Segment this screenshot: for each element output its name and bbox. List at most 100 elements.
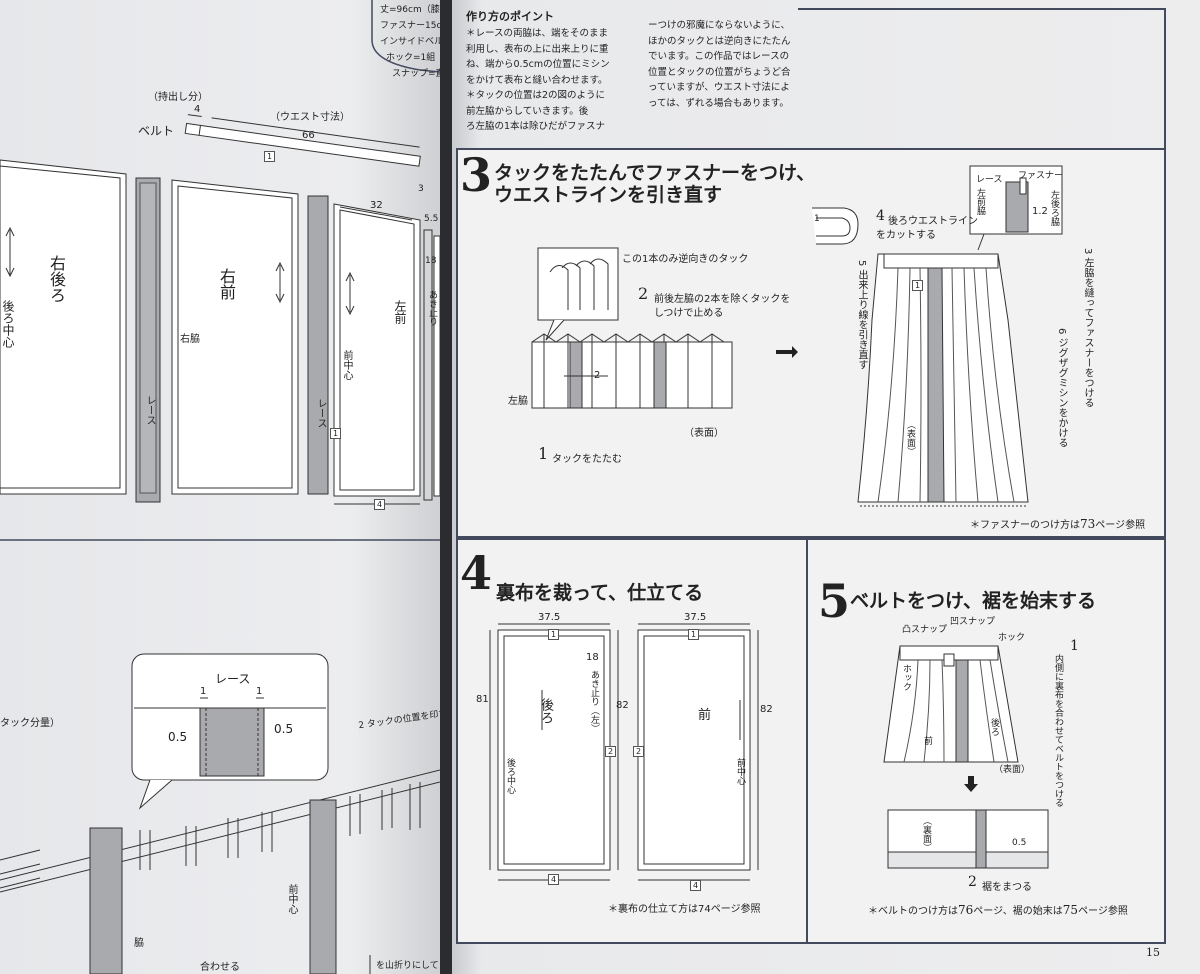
points-line: ＊タックの位置は2の図のように [466, 90, 606, 101]
note-line: スナップ=直径1cm [392, 69, 473, 79]
seam-number-box: 2 [605, 746, 616, 757]
step5-sub2-label: 裾をまつる [982, 882, 1032, 893]
step3-note-prefix: ＊ファスナーのつけ方は [970, 520, 1080, 531]
dim-32: 32 [370, 200, 383, 211]
back-label: 後ろ [538, 698, 553, 724]
step5-note-suffix: ページ参照 [1078, 906, 1128, 917]
seam-number-box: 4 [690, 880, 701, 891]
note-line: ホック=1組 [386, 53, 436, 63]
step3-sub4-line2: をカットする [876, 230, 936, 241]
tuck-amount-label: タック分量） [0, 718, 60, 729]
points-line: ＊レースの両脇は、端をそのまま [466, 28, 609, 39]
step5-note: ＊ベルトのつけ方は76ページ、裾の始末は75ページ参照 [868, 902, 1128, 917]
points-line: ね、端から0.5cmの位置にミシン [466, 59, 610, 70]
dim-37-5a: 37.5 [538, 612, 561, 623]
strip-num: 18 [425, 256, 437, 266]
step3-sub4-line1: 後ろウエストライン [888, 216, 978, 227]
left-front-label: 左前 [393, 300, 407, 324]
step3-title-1: タックをたたんでファスナーをつけ、 [494, 162, 816, 184]
dim-0-5: 0.5 [1012, 838, 1027, 848]
step4-panel: 4 裏布を裁って、仕立てる 37.5 37.5 81 82 82 18 あき止り… [456, 538, 808, 944]
fold-note: を山折りにして [376, 961, 439, 971]
points-frame [798, 8, 1166, 150]
skirt-surface-label: （表面） [994, 765, 1031, 775]
seam-number-box: 4 [374, 499, 385, 510]
note-line: 丈=96cm（膝丈） [380, 5, 458, 15]
points-line: ほかのタックとは逆向きにたたん [648, 35, 791, 47]
step5-note-page-2: 75 [1062, 903, 1079, 917]
strip-text: あき止り [427, 290, 437, 326]
skirt-front-label: 前 [924, 737, 934, 747]
bubble-lace-label: レース [215, 672, 251, 686]
step4-note: ＊裏布の仕立て方は74ページ参照 [608, 904, 761, 915]
hook-label: ホック [998, 633, 1026, 643]
left-pattern-drawing [0, 0, 440, 974]
step3-sub3-label: 3 左脇を縫ってファスナーをつける [1082, 248, 1093, 408]
points-line: 利用し、表布の上に出来上りに重 [466, 43, 609, 55]
points-title: 作り方のポイント [466, 10, 554, 23]
dim-18: 18 [586, 652, 599, 663]
points-line: でいます。この作品ではレースの [648, 51, 790, 62]
step5-sub1-label: 内側に裏布を合わせてベルトをつける [1053, 654, 1063, 807]
points-line: をかけて表布と縫い合わせます。 [466, 74, 608, 86]
points-col1: ＊レースの両脇は、端をそのまま 利用し、表布の上に出来上りに重 ね、端から0.5… [466, 26, 610, 135]
step3-note-suffix: ページ参照 [1095, 520, 1146, 531]
small-num-1: 1 [814, 214, 820, 224]
seam-number-box: 2 [633, 746, 644, 757]
step3-note-page: 73 [1080, 517, 1096, 531]
step3-sub1-num: 1 [538, 444, 549, 463]
right-page: 作り方のポイント ＊レースの両脇は、端をそのまま 利用し、表布の上に出来上りに重… [452, 0, 1200, 974]
seam-number-box: 1 [688, 629, 699, 640]
opening-end-label: あき止り（左） [589, 670, 599, 733]
lace-label-2: レース [315, 398, 326, 428]
left-front-side-label: 左前脇 [975, 188, 985, 215]
front-center-label-bottom: 前中心 [286, 884, 297, 914]
step5-sub1-num: 1 [1070, 638, 1079, 654]
dim-1b: 1 [256, 686, 263, 697]
female-snap-label: 凹スナップ [950, 617, 996, 627]
step3-sub2-line1: 前後左脇の2本を除くタックを [654, 294, 791, 305]
dim-05a: 0.5 [168, 730, 188, 744]
dim-82a: 82 [616, 700, 629, 711]
step5-note-page-1: 76 [958, 903, 974, 917]
skirt-surface-label: （表面） [905, 420, 915, 456]
step5-title: ベルトをつけ、裾を始末する [850, 590, 1097, 612]
seam-number-box: 1 [912, 280, 923, 291]
step3-sub2-num: 2 [638, 284, 649, 303]
lace-label: レース [144, 395, 155, 425]
step3-panel: 3 タックをたたんでファスナーをつけ、 ウエストラインを引き直す この1本のみ逆… [456, 148, 1166, 538]
step3-note: ＊ファスナーのつけ方は73ページ参照 [970, 516, 1145, 531]
step4-title: 裏布を裁って、仕立てる [496, 582, 704, 604]
male-snap-label: 凸スナップ [902, 625, 948, 635]
back-center-label: 後ろ中心 [1, 300, 15, 348]
note-line: ファスナー15cm 1本 [380, 21, 468, 31]
surface-label: （表面） [684, 428, 724, 439]
reverse-tuck-label: この1本のみ逆向きのタック [622, 254, 749, 265]
back-center-label: 後ろ中心 [505, 758, 515, 794]
points-col2: ーつけの邪魔にならないように、 ほかのタックとは逆向きにたたん でいます。この作… [648, 18, 791, 111]
points-line: ーつけの邪魔にならないように、 [648, 20, 791, 31]
note-line: インサイドベルト [380, 37, 453, 47]
belt-waist-label: （ウエスト寸法） [270, 112, 350, 123]
step3-sub4-num: 4 [876, 208, 885, 224]
points-line: 位置とタックの位置がちょうど合 [648, 66, 791, 78]
dim-1-2: 1.2 [1032, 206, 1048, 217]
step3-sub5-label: 5 出来上り線を引き直す [856, 260, 867, 370]
step5-number: 5 [818, 574, 851, 628]
seam-number-box: 1 [548, 629, 559, 640]
left-page: 丈=96cm（膝丈） ファスナー15cm 1本 インサイドベルト ホック=1組 … [0, 0, 473, 974]
step3-sub1-label: タックをたたむ [552, 454, 622, 465]
step4-number: 4 [460, 546, 493, 600]
hook-label-2: ホック [901, 664, 911, 691]
inset-zipper-label: ファスナー [1018, 171, 1064, 181]
lining-surface-label: （裏面） [921, 816, 931, 852]
dim-5-5: 5.5 [424, 214, 439, 224]
belt-extension-label: （持出し分） [148, 92, 208, 103]
step3-sub2-line2: しつけで止める [654, 308, 724, 319]
side-label-bottom: 脇 [134, 938, 144, 949]
step5-drawing [883, 645, 1049, 869]
book-gutter [440, 0, 452, 974]
front-center-label: 前中心 [735, 758, 745, 785]
dim-37-5b: 37.5 [684, 612, 707, 623]
